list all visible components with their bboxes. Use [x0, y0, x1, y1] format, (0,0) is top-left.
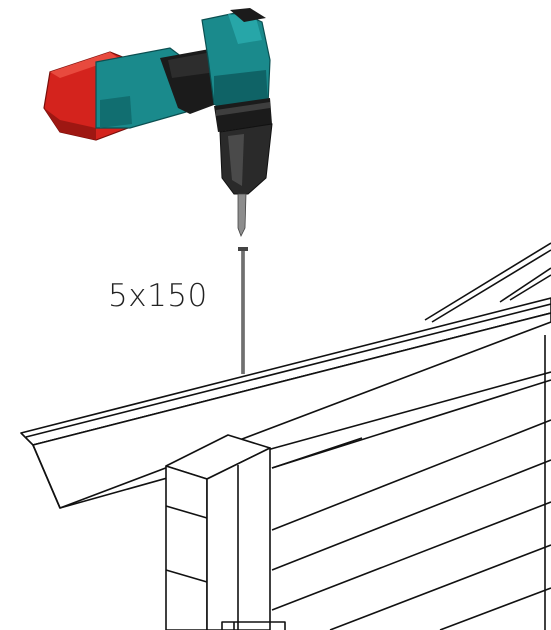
screw-size-label: 5x150 — [108, 278, 208, 314]
cordless-drill-icon — [43, 8, 273, 237]
upper-rafters — [424, 242, 551, 323]
fascia-board — [20, 297, 551, 509]
corner-post — [165, 434, 271, 630]
screw-icon — [238, 247, 248, 374]
post-base-bracket — [221, 621, 286, 630]
roof-frame-drawing — [20, 242, 551, 630]
diagonal-planks — [271, 335, 551, 630]
